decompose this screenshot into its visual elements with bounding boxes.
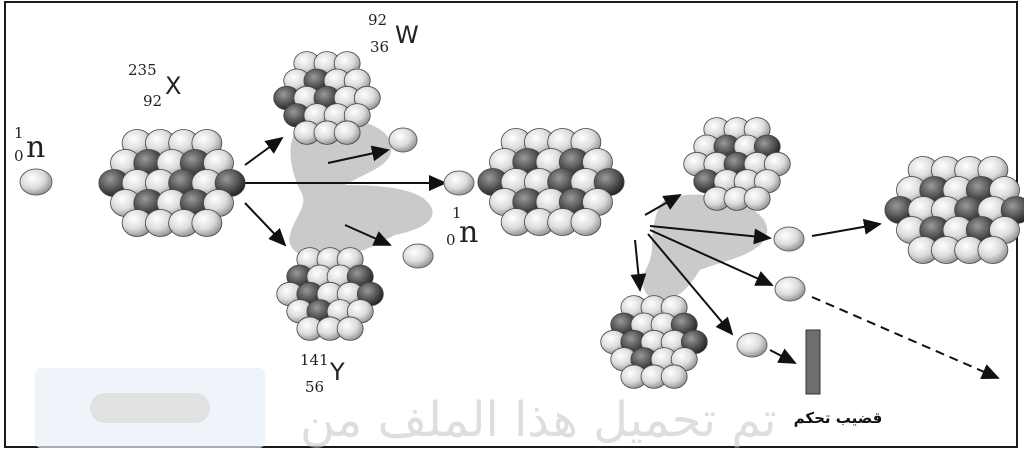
arrow-to-fragment-top xyxy=(245,138,282,165)
nucleon xyxy=(661,365,687,388)
neutron-incoming xyxy=(20,169,52,195)
nucleus-second xyxy=(478,129,624,236)
control-rod-label: قضيب تحكم xyxy=(794,409,883,427)
label-x-atomic: 92 xyxy=(143,92,162,110)
label-x: 235 92 X xyxy=(128,61,181,110)
arrow-second-down xyxy=(635,240,640,290)
neutron-second-3 xyxy=(737,333,767,357)
neutron-top-fragment xyxy=(389,128,417,152)
label-n-in-mass: 1 xyxy=(14,124,24,142)
label-w: 92 36 W xyxy=(368,11,419,56)
neutron-free xyxy=(444,171,474,195)
label-n-out-atomic: 0 xyxy=(446,231,456,249)
watermark-pill xyxy=(90,393,210,423)
nucleus-x xyxy=(99,130,245,237)
neutron-second-1 xyxy=(774,227,804,251)
energy-cloud-second xyxy=(643,195,767,300)
label-w-mass: 92 xyxy=(368,11,387,29)
arrow-to-fragment-bottom xyxy=(245,203,285,245)
nucleon xyxy=(978,236,1008,263)
label-n-incoming: 1 0 n xyxy=(14,124,45,165)
label-y-atomic: 56 xyxy=(305,378,324,396)
label-y: 141 56 Y xyxy=(300,351,345,396)
label-x-mass: 235 xyxy=(128,61,157,79)
label-n-in-symbol: n xyxy=(26,130,45,165)
nucleon xyxy=(744,187,770,210)
nucleon xyxy=(334,121,360,144)
nucleon xyxy=(192,209,222,236)
label-y-symbol: Y xyxy=(329,358,345,386)
neutron-second-2 xyxy=(775,277,805,301)
label-x-symbol: X xyxy=(165,72,181,100)
nucleon xyxy=(571,208,601,235)
neutron-bottom-fragment xyxy=(403,244,433,268)
label-n-in-atomic: 0 xyxy=(14,147,24,165)
label-n-released: 1 0 n xyxy=(446,204,478,250)
watermark-text: تم تحميل هذا الملف من xyxy=(300,392,777,448)
label-w-symbol: W xyxy=(395,21,419,49)
label-w-atomic: 36 xyxy=(370,38,389,56)
nucleon xyxy=(337,317,363,340)
label-y-mass: 141 xyxy=(300,351,329,369)
arrow-dashed-escape xyxy=(812,297,998,378)
fragment-second-bottom xyxy=(601,296,708,389)
nucleus-third xyxy=(885,157,1024,264)
label-n-out-symbol: n xyxy=(459,215,478,250)
fragment-y xyxy=(277,248,384,341)
arrow-to-rod xyxy=(770,350,795,363)
control-rod xyxy=(806,330,820,394)
arrow-to-third-nucleus xyxy=(812,224,880,236)
